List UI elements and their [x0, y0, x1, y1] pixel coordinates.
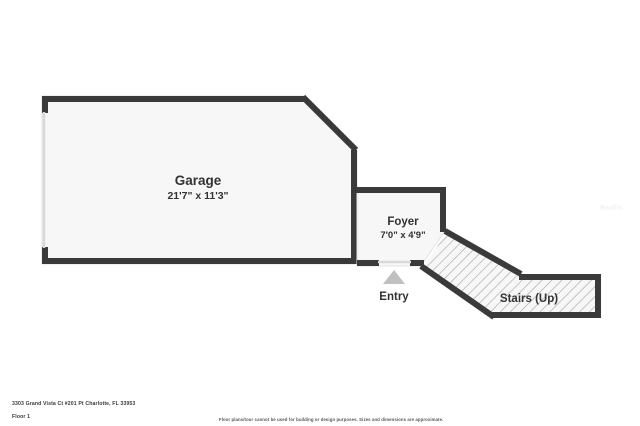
- foyer-walls: [354, 187, 446, 266]
- stairs-walls: [419, 228, 601, 320]
- footer-address: 3303 Grand Vista Ct #201 Pt Charlotte, F…: [12, 401, 136, 407]
- foyer-floor-area: [356, 189, 445, 267]
- footer: 3303 Grand Vista Ct #201 Pt Charlotte, F…: [0, 384, 640, 426]
- garage-walls: [42, 94, 359, 264]
- garage-room-dimensions: 21'7" x 11'3": [167, 190, 228, 202]
- entry-marker[interactable]: Entry: [379, 270, 409, 303]
- entry-label: Entry: [379, 291, 409, 303]
- watermark: Redfin: [600, 205, 623, 212]
- foyer-room-name: Foyer: [387, 216, 419, 228]
- footer-floor-label: Floor 1: [12, 414, 31, 420]
- up-triangle-icon: [383, 270, 405, 284]
- room-foyer[interactable]: Foyer 7'0" x 4'9": [354, 187, 446, 267]
- room-garage[interactable]: Garage 21'7" x 11'3": [41, 94, 359, 265]
- foyer-room-dimensions: 7'0" x 4'9": [380, 230, 425, 241]
- garage-room-name: Garage: [175, 173, 222, 188]
- stairs-room-name: Stairs (Up): [500, 293, 558, 305]
- room-stairs[interactable]: Stairs (Up): [419, 228, 601, 320]
- footer-disclaimer: Floor plans/tour cannot be used for buil…: [219, 417, 444, 422]
